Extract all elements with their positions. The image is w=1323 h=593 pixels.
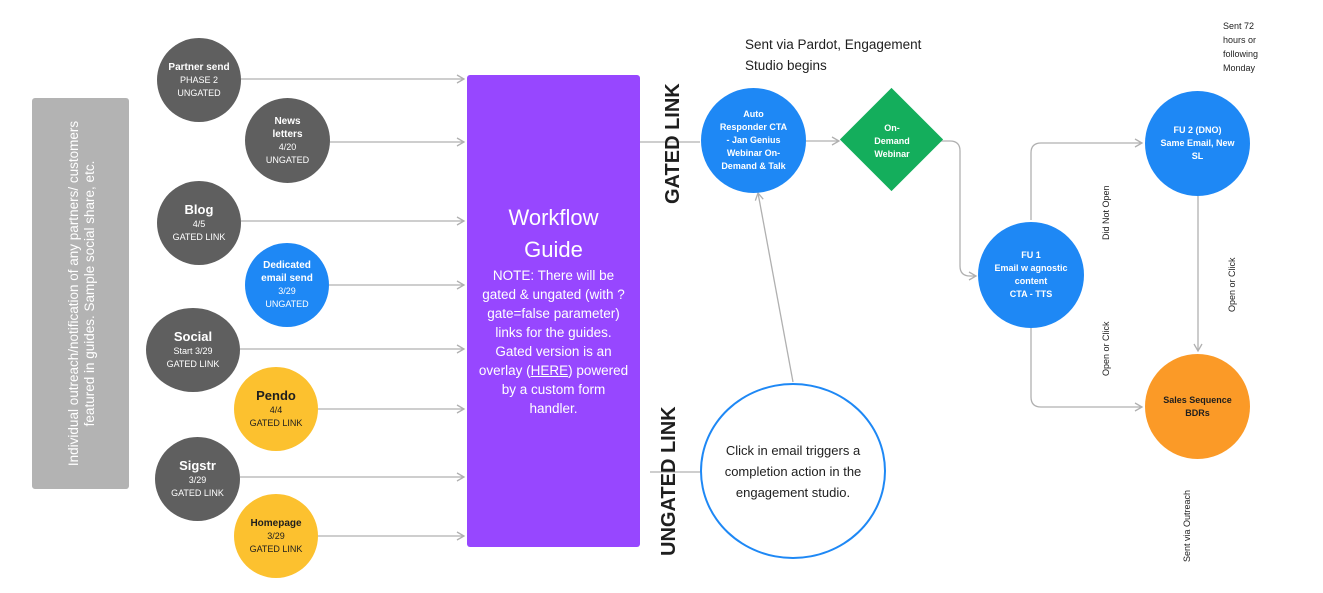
source-pendo: Pendo 4/4 GATED LINK — [234, 367, 318, 451]
node-line: FU 2 (DNO) — [1173, 125, 1222, 135]
arrow-ondemand-fu1 — [927, 140, 978, 281]
source-status: UNGATED — [265, 154, 310, 165]
open-or-click-label-2: Open or Click — [1227, 257, 1237, 312]
node-line: Demand & Talk — [721, 161, 786, 171]
source-date: 4/20 — [278, 141, 297, 152]
sidebar-outreach-text: Individual outreach/notification of any … — [65, 120, 97, 467]
source-label: Partner send — [168, 61, 230, 73]
source-sigstr: Sigstr 3/29 GATED LINK — [155, 437, 240, 521]
gated-link-label: GATED LINK — [662, 83, 684, 204]
source-date: 3/29 — [278, 286, 296, 296]
node-line: Email w agnostic — [994, 263, 1068, 273]
note-line: following — [1223, 49, 1259, 59]
node-line: CTA - TTS — [1009, 289, 1053, 299]
node-line: Responder CTA — [719, 122, 788, 132]
node-line: Auto — [743, 109, 764, 119]
source-date: 3/29 — [267, 530, 285, 541]
on-demand-label: On- Demand Webinar — [848, 118, 936, 164]
source-dedicated-email: Dedicated email send 3/29 UNGATED — [245, 243, 329, 327]
source-social: Social Start 3/29 GATED LINK — [146, 308, 240, 392]
source-label: Dedicated — [263, 260, 311, 271]
fu2-node: FU 2 (DNO) Same Email, New SL — [1145, 91, 1250, 196]
source-label: Pendo — [256, 388, 296, 403]
source-label: News — [274, 115, 301, 127]
arrow-fu1-fu2 — [1030, 138, 1144, 220]
open-or-click-label-1: Open or Click — [1101, 321, 1111, 376]
node-line: FU 1 — [1021, 250, 1041, 260]
workflow-note: NOTE: There will be gated & ungated (wit… — [467, 266, 640, 418]
source-label: Blog — [184, 202, 214, 217]
pardot-note: Sent via Pardot, Engagement Studio begin… — [745, 37, 922, 73]
source-date: 4/5 — [192, 219, 206, 229]
click-email-node: Click in email triggers a completion act… — [700, 383, 886, 559]
source-status: UNGATED — [177, 87, 221, 98]
ungated-link-label: UNGATED LINK — [658, 406, 680, 556]
node-line: On- — [884, 122, 900, 133]
sent-via-outreach-label: Sent via Outreach — [1182, 489, 1192, 562]
source-newsletters: News letters 4/20 UNGATED — [245, 98, 330, 183]
node-line: Sales Sequence — [1163, 394, 1232, 405]
node-line: Same Email, New — [1160, 138, 1235, 148]
fu1-node: FU 1 Email w agnostic content CTA - TTS — [978, 222, 1084, 328]
source-date: 3/29 — [188, 475, 207, 485]
note-line: Sent 72 — [1223, 21, 1255, 31]
source-label-2: letters — [272, 128, 303, 140]
node-line: Webinar — [874, 148, 910, 159]
source-label: Homepage — [250, 517, 302, 529]
node-line: Webinar On- — [726, 148, 781, 158]
source-label: Sigstr — [179, 458, 216, 473]
node-line: Demand — [874, 135, 910, 146]
note-line: Monday — [1223, 63, 1256, 73]
workflow-title-line2: Guide — [524, 237, 583, 262]
source-status: GATED LINK — [249, 543, 303, 554]
node-line: BDRs — [1185, 407, 1210, 418]
source-homepage: Homepage 3/29 GATED LINK — [234, 494, 318, 578]
source-status: GATED LINK — [249, 418, 303, 428]
node-line: - Jan Genius — [726, 135, 781, 145]
workflow-note-text-end: ) powered by a custom form handler. — [501, 363, 629, 416]
sent-72-note: Sent 72 hours or following Monday — [1223, 19, 1283, 75]
note-line: hours or — [1223, 35, 1257, 45]
workflow-note-text: NOTE: There will be gated & ungated (wit… — [478, 268, 625, 378]
source-status: GATED LINK — [166, 359, 220, 369]
source-blog: Blog 4/5 GATED LINK — [157, 181, 241, 265]
sidebar-outreach-box — [32, 98, 129, 489]
source-date: Start 3/29 — [173, 346, 213, 356]
arrow-click-to-auto — [754, 191, 794, 383]
source-label: Social — [173, 329, 213, 344]
arrow-fu1-sales — [1030, 328, 1144, 412]
sales-sequence-node: Sales Sequence BDRs — [1145, 354, 1250, 459]
workflow-guide-box: Workflow Guide NOTE: There will be gated… — [467, 75, 640, 547]
source-status: UNGATED — [265, 299, 309, 309]
workflow-title-line1: Workflow — [508, 205, 599, 230]
auto-responder-node: Auto Responder CTA - Jan Genius Webinar … — [701, 88, 806, 193]
node-line: content — [1014, 276, 1048, 286]
source-status: GATED LINK — [171, 488, 224, 498]
source-label-2: email send — [261, 273, 313, 284]
did-not-open-label: Did Not Open — [1101, 185, 1111, 240]
source-date: 4/4 — [269, 405, 283, 415]
source-partner-send: Partner send PHASE 2 UNGATED — [157, 38, 241, 122]
source-date: PHASE 2 — [179, 74, 219, 85]
node-line: SL — [1191, 151, 1204, 161]
source-status: GATED LINK — [172, 232, 226, 242]
workflow-note-link[interactable]: HERE — [530, 363, 569, 378]
